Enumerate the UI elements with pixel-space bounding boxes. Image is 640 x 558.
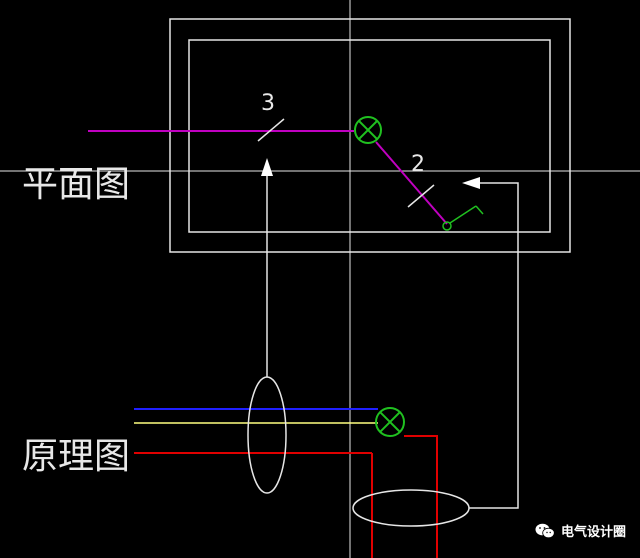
schematic-lamp-return: [404, 435, 438, 558]
arrow-up-icon: [261, 158, 273, 176]
watermark: 电气设计圈: [535, 521, 626, 540]
wire-count-tick-3: [257, 118, 285, 142]
room-outer-wall: [169, 18, 571, 253]
plan-view-label: 平面图: [22, 164, 130, 205]
plan-switch-wire: [375, 141, 448, 225]
schematic-label: 原理图: [22, 436, 130, 477]
group-ellipse-bottom: [352, 489, 470, 527]
plan-lamp-icon: [354, 116, 382, 144]
leader-line-right: [469, 182, 519, 509]
watermark-text: 电气设计圈: [560, 525, 626, 540]
room-inner-wall: [188, 39, 551, 233]
group-ellipse-left: [247, 376, 287, 494]
plan-switch-icon: [442, 205, 484, 231]
schematic-lamp-icon: [375, 407, 405, 437]
arrow-left-icon: [462, 177, 480, 189]
wire-count-label-3: 3: [261, 91, 275, 116]
wire-count-label-2: 2: [411, 152, 425, 177]
wire-count-tick-2: [407, 184, 435, 208]
wechat-icon: [535, 523, 555, 538]
